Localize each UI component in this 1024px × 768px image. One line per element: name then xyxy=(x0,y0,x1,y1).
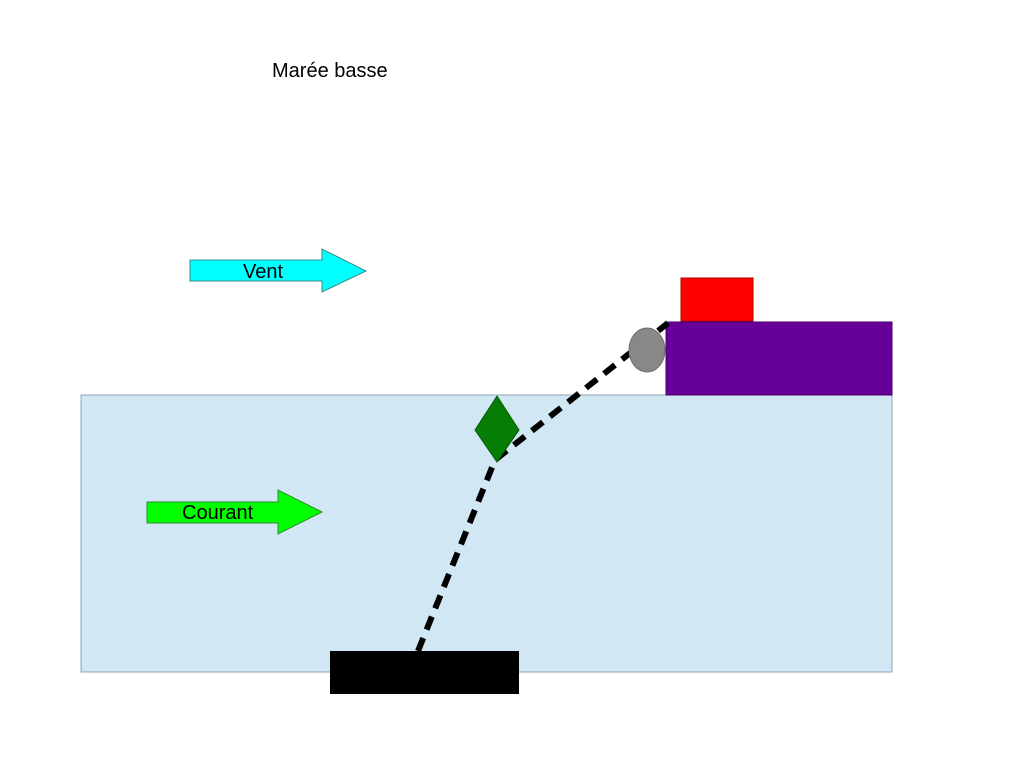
wind-arrow xyxy=(189,248,368,293)
fairlead-roller xyxy=(628,327,666,373)
anchor-block xyxy=(330,651,519,694)
dock-red-box xyxy=(680,277,754,322)
diagram-title: Marée basse xyxy=(272,60,388,82)
current-arrow xyxy=(146,489,324,535)
dock-platform xyxy=(665,321,893,396)
wind-label: Vent xyxy=(243,261,283,283)
mooring-line xyxy=(415,320,670,653)
buoy-diamond xyxy=(474,395,520,463)
current-label: Courant xyxy=(182,502,254,524)
